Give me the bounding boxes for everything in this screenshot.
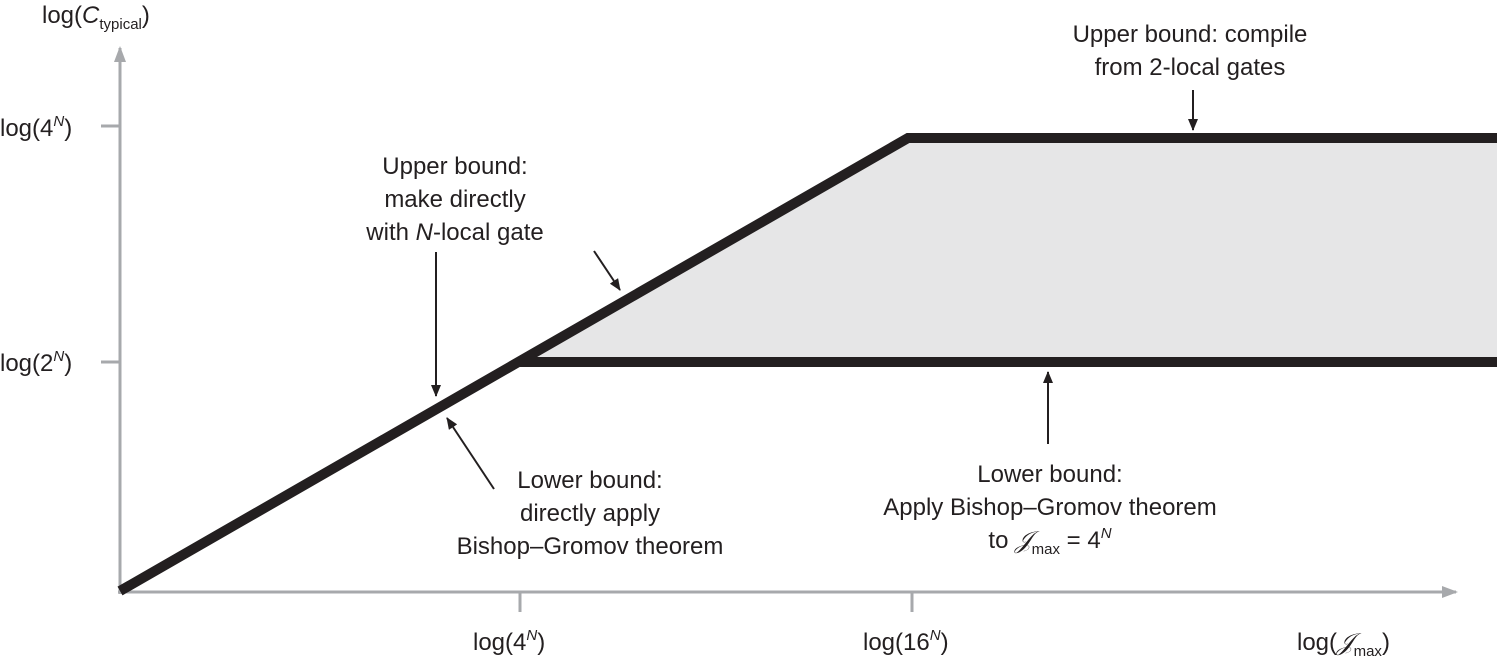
x-tick-label-16n: log(16N): [863, 627, 949, 656]
annotation-lower-direct: Lower bound: directly apply Bishop–Gromo…: [440, 464, 740, 563]
y-axis-label: log(Ctypical): [42, 2, 150, 33]
annotation-lower-direct-line3: Bishop–Gromov theorem: [456, 533, 724, 560]
y-tick-label-4n: log(4N): [0, 113, 73, 142]
y-tick-label-2n: log(2N): [0, 348, 73, 377]
annotation-upper-compile: Upper bound: compile from 2-local gates: [1030, 18, 1350, 84]
annotation-upper-direct-line3: with N-local gate: [366, 219, 544, 246]
bound-gap-region: [520, 138, 1497, 362]
annotation-lower-bishop-line2: Apply Bishop–Gromov theorem: [883, 494, 1217, 521]
annotation-lower-direct-line2: directly apply: [519, 500, 661, 527]
arrow-upper-direct: [593, 250, 621, 291]
annotation-upper-compile-line1: Upper bound: compile: [1072, 21, 1308, 48]
annotation-upper-direct-line2: make directly: [384, 186, 526, 213]
x-tick-label-4n: log(4N): [473, 627, 546, 656]
annotation-lower-bishop-line3: to 𝒥max = 4N: [988, 525, 1112, 558]
upper-bound-curve: [117, 133, 1497, 596]
annotation-lower-direct-line1: Lower bound:: [517, 467, 663, 494]
annotation-upper-direct-line1: Upper bound:: [382, 153, 528, 180]
annotation-upper-compile-line2: from 2-local gates: [1094, 54, 1286, 81]
arrow-lower-direct: [446, 417, 495, 490]
annotation-lower-bishop: Lower bound: Apply Bishop–Gromov theorem…: [850, 458, 1250, 557]
annotation-lower-bishop-line1: Lower bound:: [977, 461, 1123, 488]
x-axis-label: log(𝒥max): [1297, 628, 1390, 660]
annotation-upper-direct: Upper bound: make directly with N-local …: [325, 150, 585, 249]
